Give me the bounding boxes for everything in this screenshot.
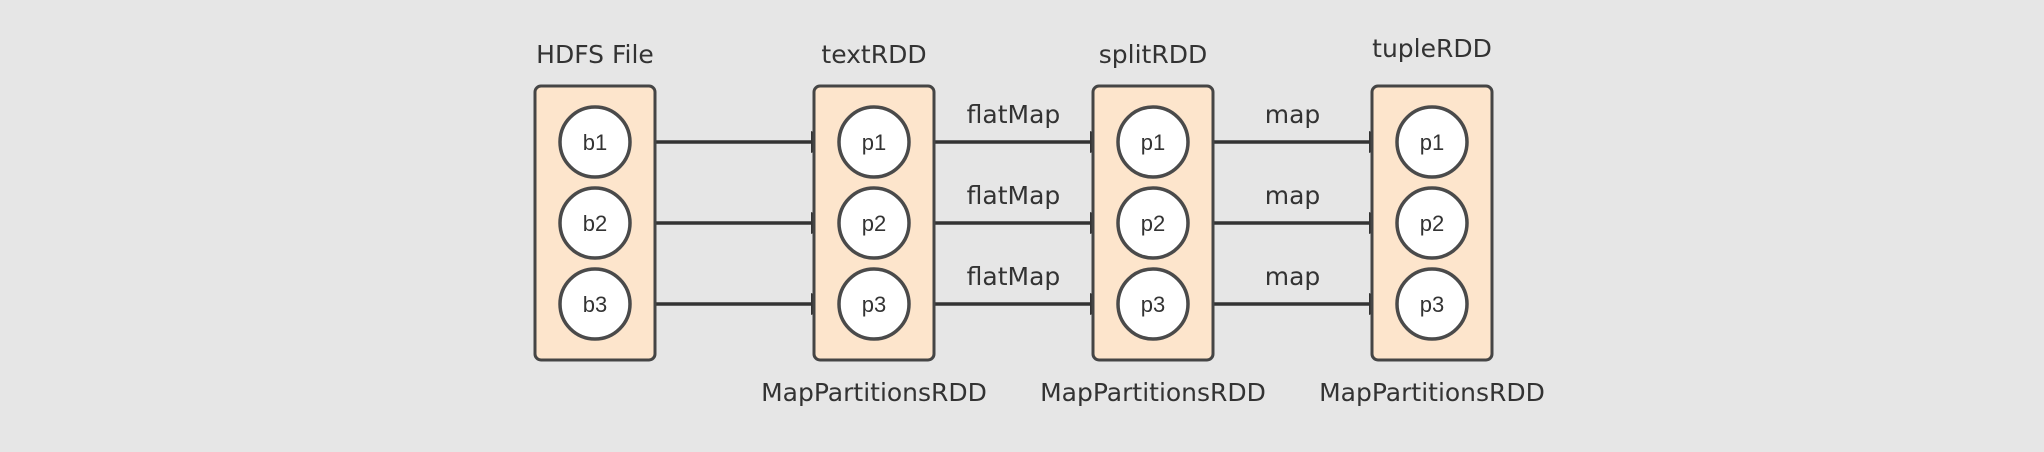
partition-circle [1395,267,1469,341]
rdd-title: textRDD [821,40,926,69]
partition-circle [1116,186,1190,260]
partition-circle [558,267,632,341]
partition-label: p1 [1420,130,1444,155]
transformation-label: flatMap [967,100,1061,129]
edge-arrow [630,212,839,234]
edge-arrow [909,293,1118,315]
partition-circle [837,267,911,341]
partition-node: p3 [837,267,911,341]
partition-label: p1 [862,130,886,155]
edge-arrow [1188,212,1397,234]
partition-label: p3 [862,292,886,317]
labels-layer: flatMap flatMap flatMap map map map HDFS File t… [536,34,1545,407]
partition-circle [1395,105,1469,179]
column-split: p1 p2 p3 [1091,84,1215,362]
partition-label: p2 [1141,211,1165,236]
partition-node: p3 [1395,267,1469,341]
partition-circle [1116,267,1190,341]
partition-label: p3 [1420,292,1444,317]
boxes-layer: b1 b2 b3 p1 p2 p3 p1 p2 p3 p1 p2 p3 [533,84,1494,362]
column-tuple: p1 p2 p3 [1370,84,1494,362]
rdd-title: tupleRDD [1372,34,1492,63]
partition-circle [558,105,632,179]
partition-label: p2 [1420,211,1444,236]
edge-arrow [630,293,839,315]
partition-node: b3 [558,267,632,341]
rdd-title: HDFS File [536,40,654,69]
edge-arrow [909,212,1118,234]
rdd-type-label: MapPartitionsRDD [1319,378,1545,407]
partition-circle [1116,105,1190,179]
edge-arrow [630,131,839,153]
column-hdfs: b1 b2 b3 [533,84,657,362]
partition-node: p1 [1395,105,1469,179]
partition-node: p1 [837,105,911,179]
partition-label: p3 [1141,292,1165,317]
edge-arrow [1188,131,1397,153]
partition-circle [837,105,911,179]
partition-circle [1395,186,1469,260]
partition-node: p2 [1116,186,1190,260]
partition-label: p1 [1141,130,1165,155]
transformation-label: map [1265,262,1321,291]
partition-label: b2 [583,211,607,236]
partition-circle [558,186,632,260]
partition-node: b2 [558,186,632,260]
rdd-type-label: MapPartitionsRDD [1040,378,1266,407]
rdd-title: splitRDD [1099,40,1207,69]
partition-node: p3 [1116,267,1190,341]
transformation-label: map [1265,100,1321,129]
partition-node: p2 [1395,186,1469,260]
edge-arrow [909,131,1118,153]
column-text: p1 p2 p3 [812,84,936,362]
partition-node: p2 [837,186,911,260]
partition-circle [837,186,911,260]
partition-node: p1 [1116,105,1190,179]
transformation-label: map [1265,181,1321,210]
partition-label: b1 [583,130,607,155]
transformation-label: flatMap [967,262,1061,291]
partition-label: p2 [862,211,886,236]
edge-arrow [1188,293,1397,315]
rdd-type-label: MapPartitionsRDD [761,378,987,407]
partition-label: b3 [583,292,607,317]
transformation-label: flatMap [967,181,1061,210]
partition-node: b1 [558,105,632,179]
